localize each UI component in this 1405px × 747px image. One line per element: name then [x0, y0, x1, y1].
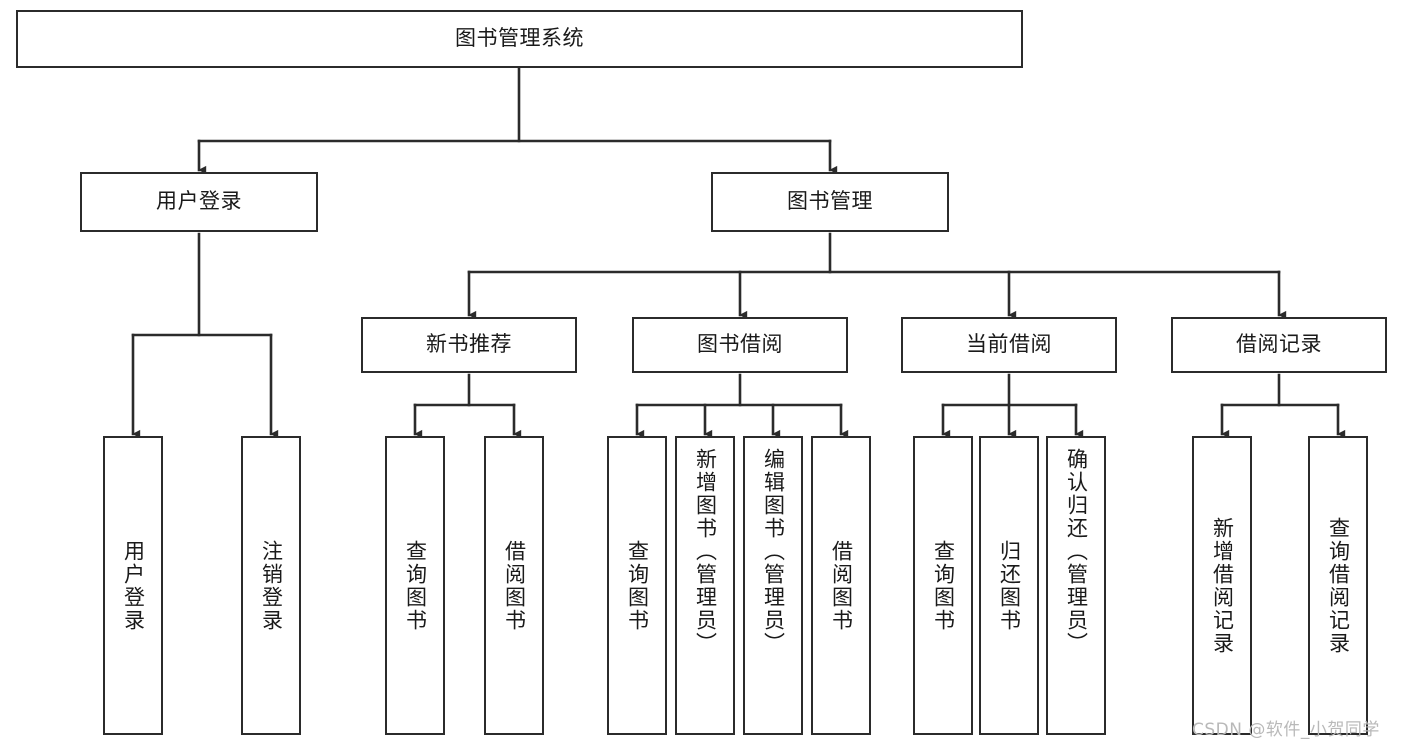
node-label: 借阅图书 [829, 539, 854, 632]
node-label: 图书管理 [787, 189, 873, 214]
watermark-text: CSDN @软件_小贺同学 [1192, 720, 1380, 740]
node-label: 归还图书 [997, 539, 1022, 632]
node-user-login[interactable]: 用户登录 [80, 172, 318, 232]
leaf-book-borrow-query[interactable]: 查询图书 [607, 436, 667, 735]
node-label: 借阅记录 [1236, 332, 1322, 357]
node-label: 新书推荐 [426, 332, 512, 357]
leaf-book-borrow-add[interactable]: 新增图书（管理员） [675, 436, 735, 735]
node-root-system[interactable]: 图书管理系统 [16, 10, 1023, 68]
node-label: 当前借阅 [966, 332, 1052, 357]
node-label: 编辑图书（管理员） [761, 448, 786, 655]
leaf-book-borrow-edit[interactable]: 编辑图书（管理员） [743, 436, 803, 735]
node-label: 注销登录 [259, 539, 284, 632]
node-current-borrow[interactable]: 当前借阅 [901, 317, 1117, 373]
leaf-borrow-record-add[interactable]: 新增借阅记录 [1192, 436, 1252, 735]
node-label: 图书管理系统 [455, 26, 584, 51]
node-label: 查询图书 [931, 539, 956, 632]
node-label: 用户登录 [156, 189, 242, 214]
node-book-management[interactable]: 图书管理 [711, 172, 949, 232]
node-book-borrow[interactable]: 图书借阅 [632, 317, 848, 373]
leaf-book-borrow-borrow[interactable]: 借阅图书 [811, 436, 871, 735]
leaf-current-borrow-return[interactable]: 归还图书 [979, 436, 1039, 735]
node-label: 查询借阅记录 [1326, 516, 1351, 655]
node-label: 图书借阅 [697, 332, 783, 357]
leaf-new-book-borrow[interactable]: 借阅图书 [484, 436, 544, 735]
node-label: 确认归还（管理员） [1064, 448, 1089, 655]
leaf-user-login-login[interactable]: 用户登录 [103, 436, 163, 735]
node-new-book-recommend[interactable]: 新书推荐 [361, 317, 577, 373]
node-label: 查询图书 [625, 539, 650, 632]
node-label: 新增借阅记录 [1210, 516, 1235, 655]
leaf-new-book-query[interactable]: 查询图书 [385, 436, 445, 735]
leaf-current-borrow-query[interactable]: 查询图书 [913, 436, 973, 735]
node-label: 新增图书（管理员） [693, 448, 718, 655]
leaf-borrow-record-query[interactable]: 查询借阅记录 [1308, 436, 1368, 735]
leaf-user-login-logout[interactable]: 注销登录 [241, 436, 301, 735]
leaf-current-borrow-confirm-return[interactable]: 确认归还（管理员） [1046, 436, 1106, 735]
node-label: 用户登录 [121, 539, 146, 632]
node-label: 查询图书 [403, 539, 428, 632]
node-borrow-record[interactable]: 借阅记录 [1171, 317, 1387, 373]
node-label: 借阅图书 [502, 539, 527, 632]
